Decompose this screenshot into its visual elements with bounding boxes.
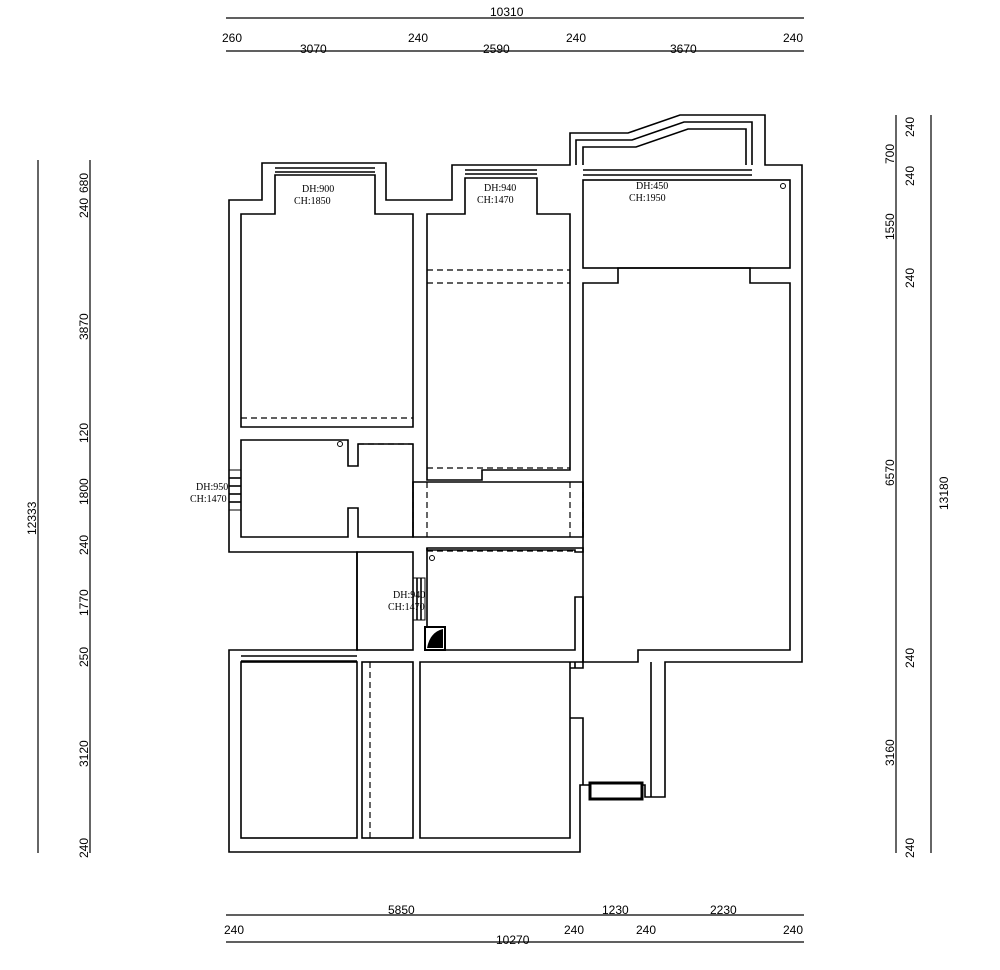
balcony — [582, 179, 791, 269]
hallway — [412, 481, 584, 538]
living-room — [582, 267, 791, 663]
window-1: DH:900 CH:1850 — [275, 167, 375, 207]
dim-segment: 3160 — [883, 739, 897, 766]
bay-window — [575, 121, 753, 165]
dim-segment: 680 — [77, 173, 91, 193]
dim-segment: 1770 — [77, 589, 91, 616]
dim-span: 3670 — [670, 42, 697, 56]
dim-segment: 1800 — [77, 478, 91, 505]
bedroom-1 — [240, 174, 414, 428]
dim-segment: 240 — [903, 166, 917, 186]
dim-wall: 240 — [783, 923, 803, 937]
dim-wall: 260 — [222, 31, 242, 45]
dim-segment: 240 — [77, 198, 91, 218]
left-dimensions: 12333 680 240 3870 120 1800 240 1770 250… — [25, 160, 91, 858]
window-dh: DH:450 — [636, 181, 668, 192]
right-dimensions: 240 700 240 1550 240 6570 240 3160 240 1… — [883, 115, 951, 858]
entry-wall — [356, 551, 414, 651]
dim-segment: 240 — [77, 535, 91, 555]
window-dh: DH:940 — [393, 590, 425, 601]
window-dh: DH:900 — [302, 184, 334, 195]
dim-segment: 1550 — [883, 213, 897, 240]
window-ch: CH:1470 — [190, 494, 227, 505]
dim-total-left: 12333 — [25, 501, 39, 535]
window-2: DH:940 CH:1470 — [465, 169, 537, 206]
dim-segment: 6570 — [883, 459, 897, 486]
bottom-dimensions: 5850 1230 2230 240 240 240 240 10270 — [224, 903, 804, 947]
dim-total-right: 13180 — [937, 476, 951, 510]
dim-wall: 240 — [564, 923, 584, 937]
window-dh: DH:940 — [484, 183, 516, 194]
dim-segment: 240 — [903, 838, 917, 858]
top-dimensions: 10310 260 240 240 240 3070 2590 3670 — [222, 5, 804, 56]
dim-segment: 120 — [77, 423, 91, 443]
dim-span: 3070 — [300, 42, 327, 56]
window-ch: CH:1950 — [629, 193, 666, 204]
bottom-room-left — [240, 661, 358, 839]
exterior-wall — [228, 114, 803, 853]
dim-wall: 240 — [408, 31, 428, 45]
dim-span: 2230 — [710, 903, 737, 917]
rooms — [240, 174, 791, 839]
bottom-room-right — [419, 661, 584, 839]
dim-segment: 240 — [903, 648, 917, 668]
window-5: DH:940 CH:1470 — [388, 577, 426, 621]
window-ch: CH:1470 — [388, 602, 425, 613]
dim-span: 5850 — [388, 903, 415, 917]
dim-total-bottom: 10270 — [496, 933, 530, 947]
window-ch: CH:1470 — [477, 195, 514, 206]
bedroom-2 — [426, 177, 571, 481]
dim-wall: 240 — [636, 923, 656, 937]
bottom-room-middle — [361, 661, 414, 839]
windows: DH:900 CH:1850 DH:940 CH:1470 DH:450 CH:… — [190, 167, 786, 621]
dim-span: 1230 — [602, 903, 629, 917]
window-3: DH:450 CH:1950 — [583, 169, 786, 204]
window-4: DH:950 CH:1470 — [190, 469, 242, 511]
dim-segment: 240 — [903, 117, 917, 137]
dim-segment: 3120 — [77, 740, 91, 767]
dim-total-top: 10310 — [490, 5, 524, 19]
dim-segment: 240 — [903, 268, 917, 288]
dim-segment: 250 — [77, 647, 91, 667]
window-ch: CH:1850 — [294, 196, 331, 207]
bathroom — [240, 439, 414, 538]
dim-wall: 240 — [566, 31, 586, 45]
shaft-icon — [427, 629, 443, 648]
dim-wall: 240 — [783, 31, 803, 45]
dim-segment: 240 — [77, 838, 91, 858]
dim-segment: 3870 — [77, 313, 91, 340]
window-dh: DH:950 — [196, 482, 228, 493]
door-threshold — [588, 781, 644, 801]
dim-span: 2590 — [483, 42, 510, 56]
dim-segment: 700 — [883, 144, 897, 164]
dim-wall: 240 — [224, 923, 244, 937]
